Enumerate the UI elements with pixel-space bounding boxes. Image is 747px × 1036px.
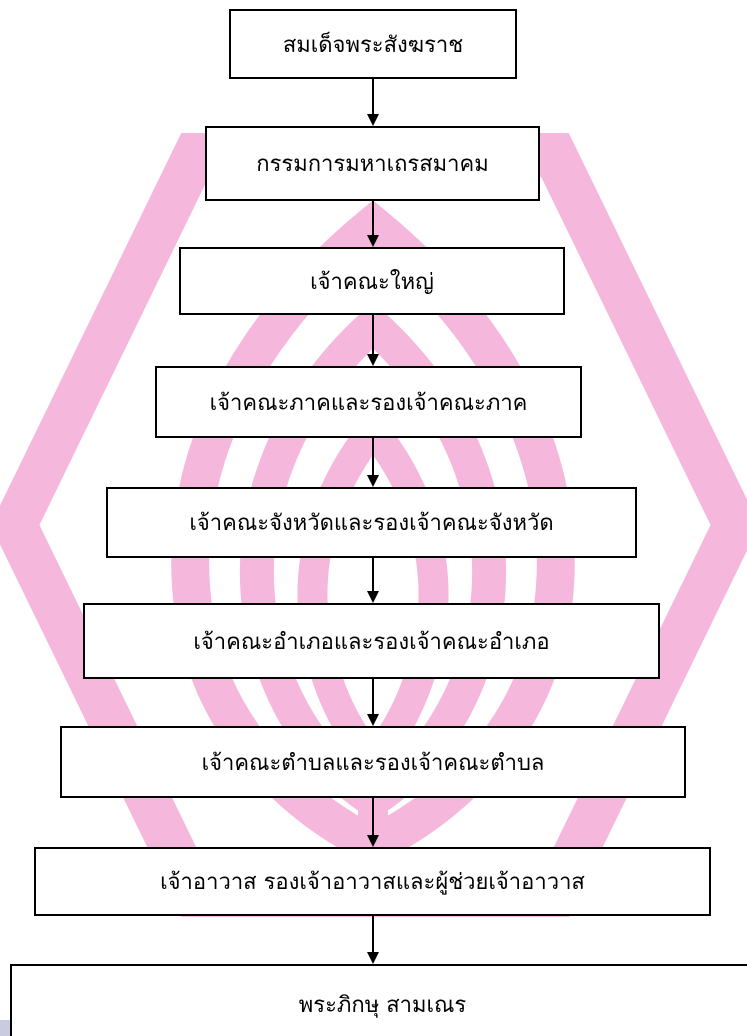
arrowhead-1 bbox=[367, 114, 379, 126]
level-7-label: เจ้าคณะตำบลและรองเจ้าคณะตำบล bbox=[201, 750, 545, 776]
level-2-label: กรรมการมหาเถรสมาคม bbox=[256, 152, 489, 177]
level-5-label: เจ้าคณะจังหวัดและรองเจ้าคณะจังหวัด bbox=[189, 511, 554, 536]
level-9-monks-novices-box: พระภิกษุ สามเณร bbox=[10, 964, 747, 1036]
level-8-abbot-box: เจ้าอาวาส รองเจ้าอาวาสและผู้ช่วยเจ้าอาวา… bbox=[34, 847, 711, 916]
level-8-label: เจ้าอาวาส รองเจ้าอาวาสและผู้ช่วยเจ้าอาวา… bbox=[160, 870, 585, 895]
arrowhead-2 bbox=[367, 235, 379, 247]
arrowhead-5 bbox=[367, 591, 379, 603]
arrowhead-6 bbox=[367, 714, 379, 726]
bottom-edge-stripe bbox=[0, 1020, 10, 1036]
level-6-district-head-box: เจ้าคณะอำเภอและรองเจ้าคณะอำเภอ bbox=[83, 603, 660, 679]
level-4-regional-head-box: เจ้าคณะภาคและรองเจ้าคณะภาค bbox=[155, 366, 582, 438]
arrowhead-7 bbox=[367, 835, 379, 847]
level-7-subdistrict-head-box: เจ้าคณะตำบลและรองเจ้าคณะตำบล bbox=[60, 726, 686, 798]
level-5-provincial-head-box: เจ้าคณะจังหวัดและรองเจ้าคณะจังหวัด bbox=[106, 487, 637, 558]
level-3-chief-of-sect-box: เจ้าคณะใหญ่ bbox=[179, 247, 565, 315]
level-2-supreme-sangha-council-box: กรรมการมหาเถรสมาคม bbox=[205, 126, 540, 201]
level-1-label: สมเด็จพระสังฆราช bbox=[282, 32, 464, 58]
arrowhead-3 bbox=[367, 354, 379, 366]
arrowhead-4 bbox=[367, 475, 379, 487]
level-9-label: พระภิกษุ สามเณร bbox=[298, 993, 467, 1018]
arrowhead-8 bbox=[367, 952, 379, 964]
level-4-label: เจ้าคณะภาคและรองเจ้าคณะภาค bbox=[209, 390, 528, 416]
level-3-label: เจ้าคณะใหญ่ bbox=[310, 269, 434, 295]
level-1-supreme-patriarch-box: สมเด็จพระสังฆราช bbox=[229, 9, 517, 79]
level-6-label: เจ้าคณะอำเภอและรองเจ้าคณะอำเภอ bbox=[193, 629, 550, 655]
